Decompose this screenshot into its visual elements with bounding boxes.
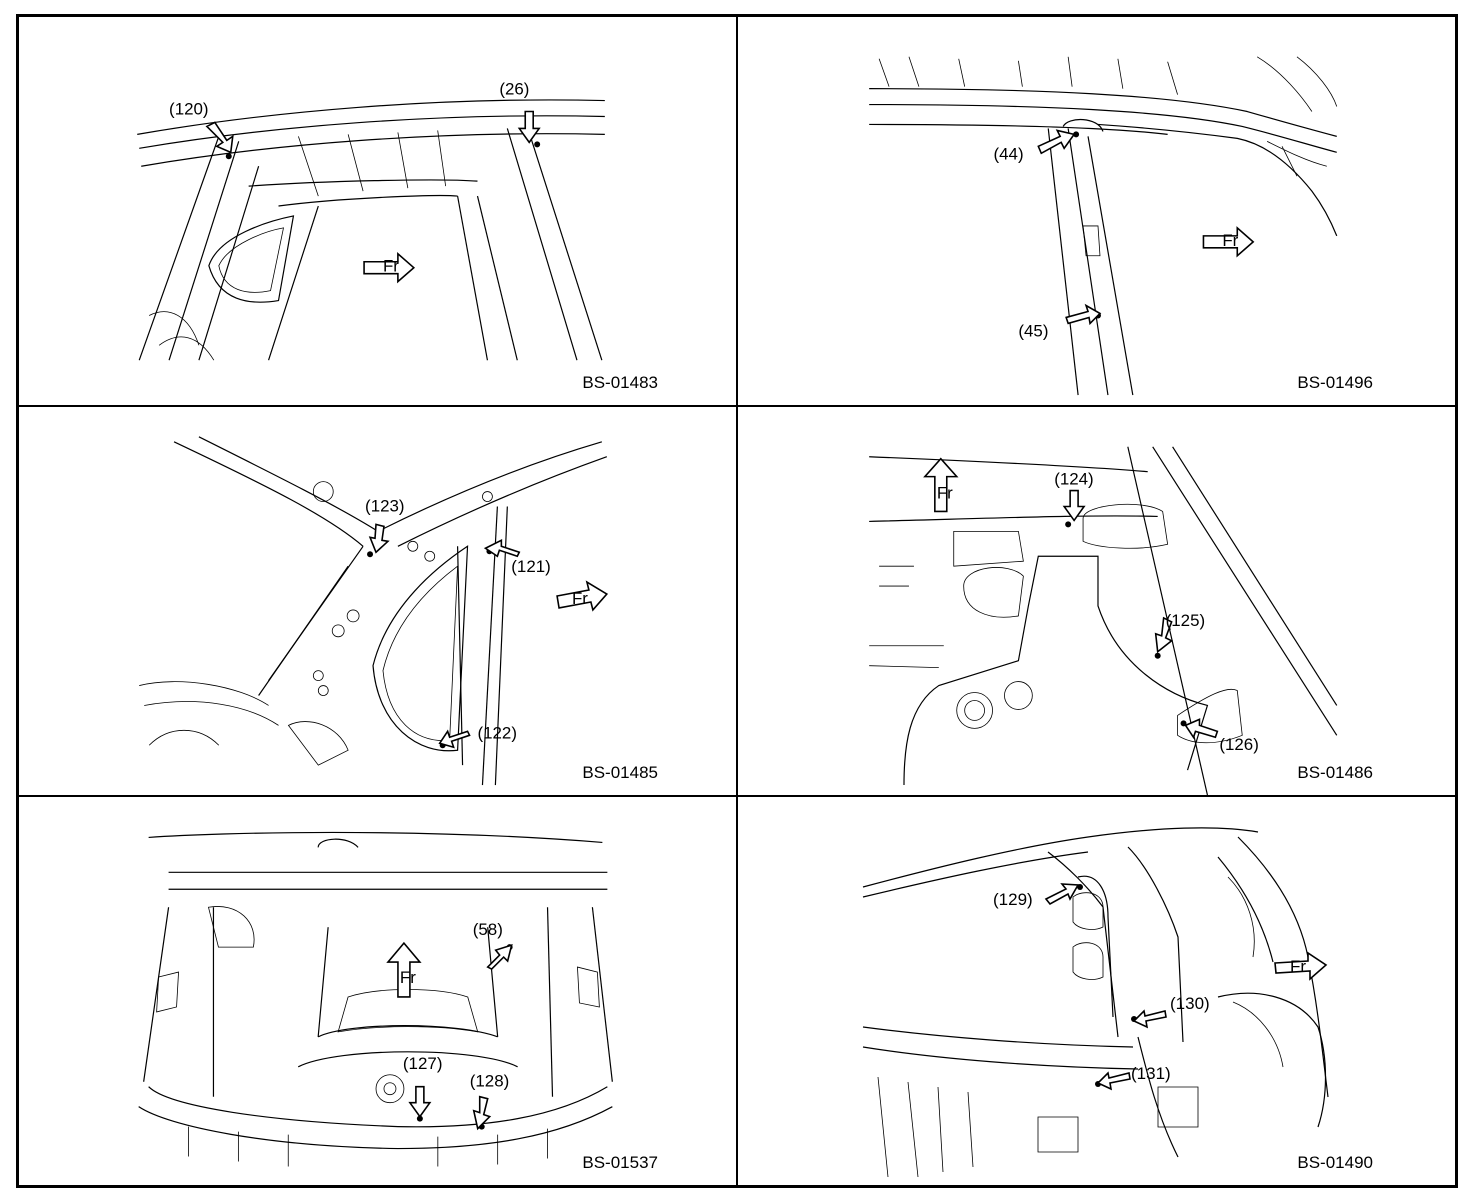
figure-code: BS-01486 [1297, 763, 1373, 782]
svg-text:Fr: Fr [572, 589, 588, 608]
figure-code: BS-01490 [1297, 1153, 1373, 1172]
diagram-grid: Fr (120) (26) BS-01483 Fr [16, 14, 1458, 1188]
panel-roof-rear-rail: Fr (120) (26) BS-01483 [19, 17, 738, 407]
panel-6-illustration: Fr (129) (130) (131) [862, 827, 1329, 1178]
panel-trunk-floor: Fr (58) (127) (128) BS-01537 [19, 797, 738, 1185]
figure-code: BS-01537 [582, 1153, 658, 1172]
callout-58: (58) [473, 920, 503, 939]
svg-text:Fr: Fr [400, 968, 416, 987]
svg-text:Fr: Fr [1290, 957, 1306, 976]
svg-text:Fr: Fr [383, 257, 399, 276]
panel-rear-floor: Fr (124) (125) (126) BS-01486 [738, 407, 1455, 797]
callout-125: (125) [1166, 611, 1205, 630]
callout-127: (127) [403, 1054, 443, 1073]
panel-4-illustration: Fr (124) (125) (126) [869, 446, 1338, 795]
panel-3-illustration: Fr (123) (121) (122) [139, 436, 609, 786]
panel-1-illustration: Fr (120) (26) [137, 80, 605, 361]
svg-text:Fr: Fr [937, 484, 953, 503]
callout-44: (44) [994, 144, 1024, 163]
panel-5-illustration: Fr (58) (127) (128) [138, 831, 613, 1167]
callout-122: (122) [477, 723, 516, 742]
callout-129: (129) [993, 890, 1033, 909]
panel-roof-side-rail: Fr (44) (45) BS-01496 [738, 17, 1455, 407]
panel-rear-quarter-exterior: Fr (129) (130) (131) BS-01490 [738, 797, 1455, 1185]
callout-124: (124) [1054, 470, 1093, 489]
callout-123: (123) [365, 496, 404, 515]
panel-2-illustration: Fr (44) (45) [869, 56, 1338, 396]
callout-120: (120) [169, 99, 208, 118]
callout-131: (131) [1131, 1064, 1171, 1083]
figure-code: BS-01496 [1297, 373, 1373, 392]
figure-code: BS-01485 [582, 763, 658, 782]
callout-126: (126) [1219, 735, 1258, 754]
panel-rear-pillar: Fr (123) (121) (122) BS-01485 [19, 407, 738, 797]
figure-code: BS-01483 [582, 373, 658, 392]
callout-130: (130) [1170, 994, 1210, 1013]
callout-128: (128) [470, 1072, 510, 1091]
callout-45: (45) [1018, 321, 1048, 340]
callout-121: (121) [511, 557, 550, 576]
svg-text:Fr: Fr [1222, 231, 1238, 250]
callout-26: (26) [499, 80, 529, 99]
